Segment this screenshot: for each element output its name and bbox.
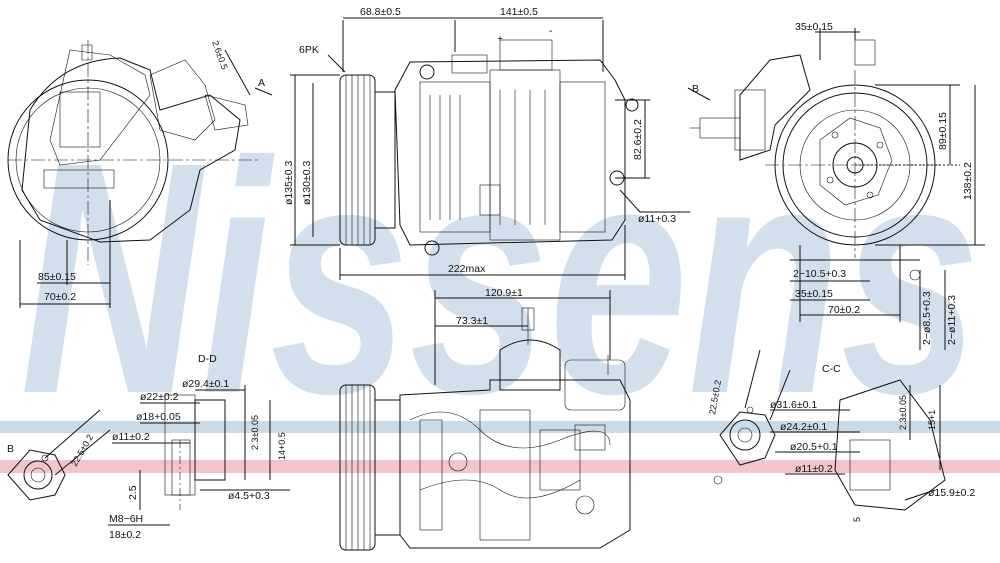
rear-view: 35±0.15 B 89±0.15 138±0.2 2−10.5+0.3 35±… (687, 21, 985, 350)
dim-15-9: ø15.9±0.2 (928, 487, 975, 499)
detail-b-label: B (7, 443, 14, 455)
dim-138: 138±0.2 (962, 162, 974, 200)
c-dim-15: 15+1 (927, 410, 937, 430)
label-minus: - (549, 25, 553, 37)
thread-depth: 18±0.2 (109, 529, 141, 541)
dim-70: 70±0.2 (44, 291, 76, 303)
dim-68-8: 68.8±0.5 (360, 6, 401, 18)
dim-222: 222max (448, 263, 486, 275)
rear-dim-35-bot: 35±0.15 (795, 288, 833, 300)
rear-dim-35-top: 35±0.15 (795, 21, 833, 33)
dim-14: 14+0.5 (277, 432, 287, 460)
label-b: B (692, 83, 699, 95)
section-c-title: C-C (822, 363, 841, 375)
dim-24-2: ø24.2±0.1 (780, 421, 827, 433)
dim-73-3: 73.3±1 (456, 315, 488, 327)
belt-label: 6PK (299, 44, 319, 56)
front-view: 85±0.15 70±0.2 2.6±0.5 A (7, 39, 273, 308)
bottom-view: 120.9±1 73.3±1 (339, 287, 631, 551)
dim-22: ø22±0.2 (140, 391, 179, 403)
dim-89: 89±0.15 (937, 112, 949, 150)
rear-dim-70: 70±0.2 (828, 304, 860, 316)
label-plus: + (497, 33, 503, 45)
dim-2-3: 2.3±0.05 (250, 415, 260, 450)
dim-2-6: 2.6±0.5 (210, 39, 230, 71)
dim-20-5: ø20.5+0.1 (790, 441, 838, 453)
dim-82-6: 82.6±0.2 (632, 119, 644, 160)
dim-d-11: ø11±0.2 (112, 431, 150, 443)
c-dim-11: ø11±0.2 (795, 463, 833, 475)
thread-m8: M8−6H (109, 513, 143, 525)
dim-29-4: ø29.4±0.1 (182, 378, 229, 390)
dim-85: 85±0.15 (38, 271, 76, 283)
dim-120-9: 120.9±1 (485, 287, 523, 299)
dim-18: ø18+0.05 (136, 411, 181, 423)
section-d-title: D-D (198, 353, 217, 365)
dim-135: ø135±0.3 (283, 161, 295, 205)
dim-141: 141±0.5 (500, 6, 538, 18)
watermark-stripe-red (0, 460, 1000, 473)
c-dim-2-3: 2.3±0.05 (898, 395, 908, 430)
label-a: A (258, 77, 265, 89)
dim-8-5: 2−ø8.5+0.3 (921, 291, 933, 345)
section-d-d: D-D ø29.4±0.1 ø22±0.2 ø18+0.05 ø11±0.2 2… (108, 353, 290, 541)
dim-11: ø11+0.3 (638, 213, 676, 225)
dim-4-5: ø4.5+0.3 (228, 490, 270, 502)
dim-31-6: ø31.6±0.1 (770, 399, 817, 411)
c-dim-5: 5 (852, 517, 862, 522)
dim-11-6: 2−ø11+0.3 (946, 295, 958, 345)
section-c-c: C-C 22.5±0.2 ø31.6±0.1 ø24.2±0.1 ø20.5+0… (707, 349, 975, 522)
side-view: + - 68.8±0.5 141±0.5 6PK ø135±0.3 ø130±0… (283, 6, 690, 280)
dim-130: ø130±0.3 (301, 161, 313, 205)
dim-2-5: 2.5 (127, 485, 139, 500)
dim-10-5: 2−10.5+0.3 (793, 268, 846, 280)
